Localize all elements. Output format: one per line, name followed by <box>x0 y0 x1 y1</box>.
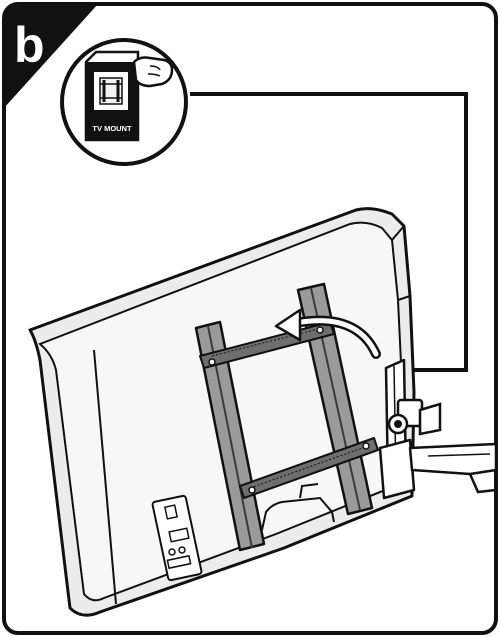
pointing-hand-icon <box>134 58 172 87</box>
manual-caption: TV MOUNT <box>92 124 132 133</box>
step-label: b <box>14 17 45 73</box>
manual-book-icon: TV MOUNT <box>86 52 138 140</box>
manual-inset: TV MOUNT <box>62 40 186 164</box>
